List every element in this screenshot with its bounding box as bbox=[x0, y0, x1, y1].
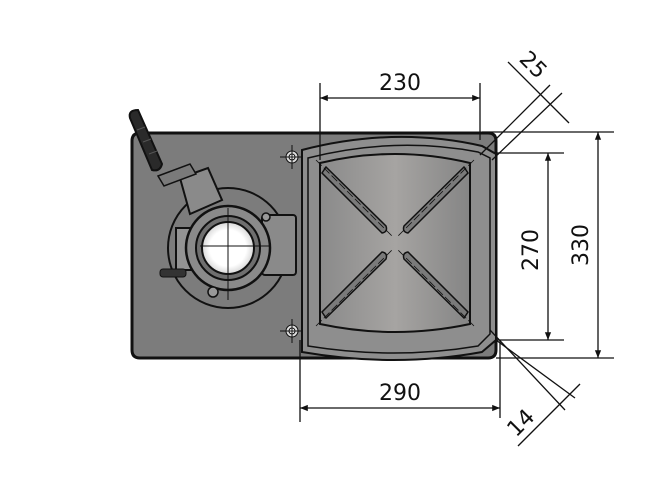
crank-handle bbox=[128, 108, 224, 216]
dim-230: 230 bbox=[379, 71, 421, 96]
dim-290: 290 bbox=[379, 381, 421, 406]
dim-330: 330 bbox=[569, 224, 594, 266]
t-slots bbox=[321, 165, 469, 320]
column-collar bbox=[159, 187, 297, 309]
dimension-lines bbox=[299, 61, 614, 447]
work-table bbox=[301, 135, 497, 361]
dim-270: 270 bbox=[519, 229, 544, 271]
dim-14: 14 bbox=[503, 405, 540, 442]
dim-25: 25 bbox=[514, 47, 551, 84]
